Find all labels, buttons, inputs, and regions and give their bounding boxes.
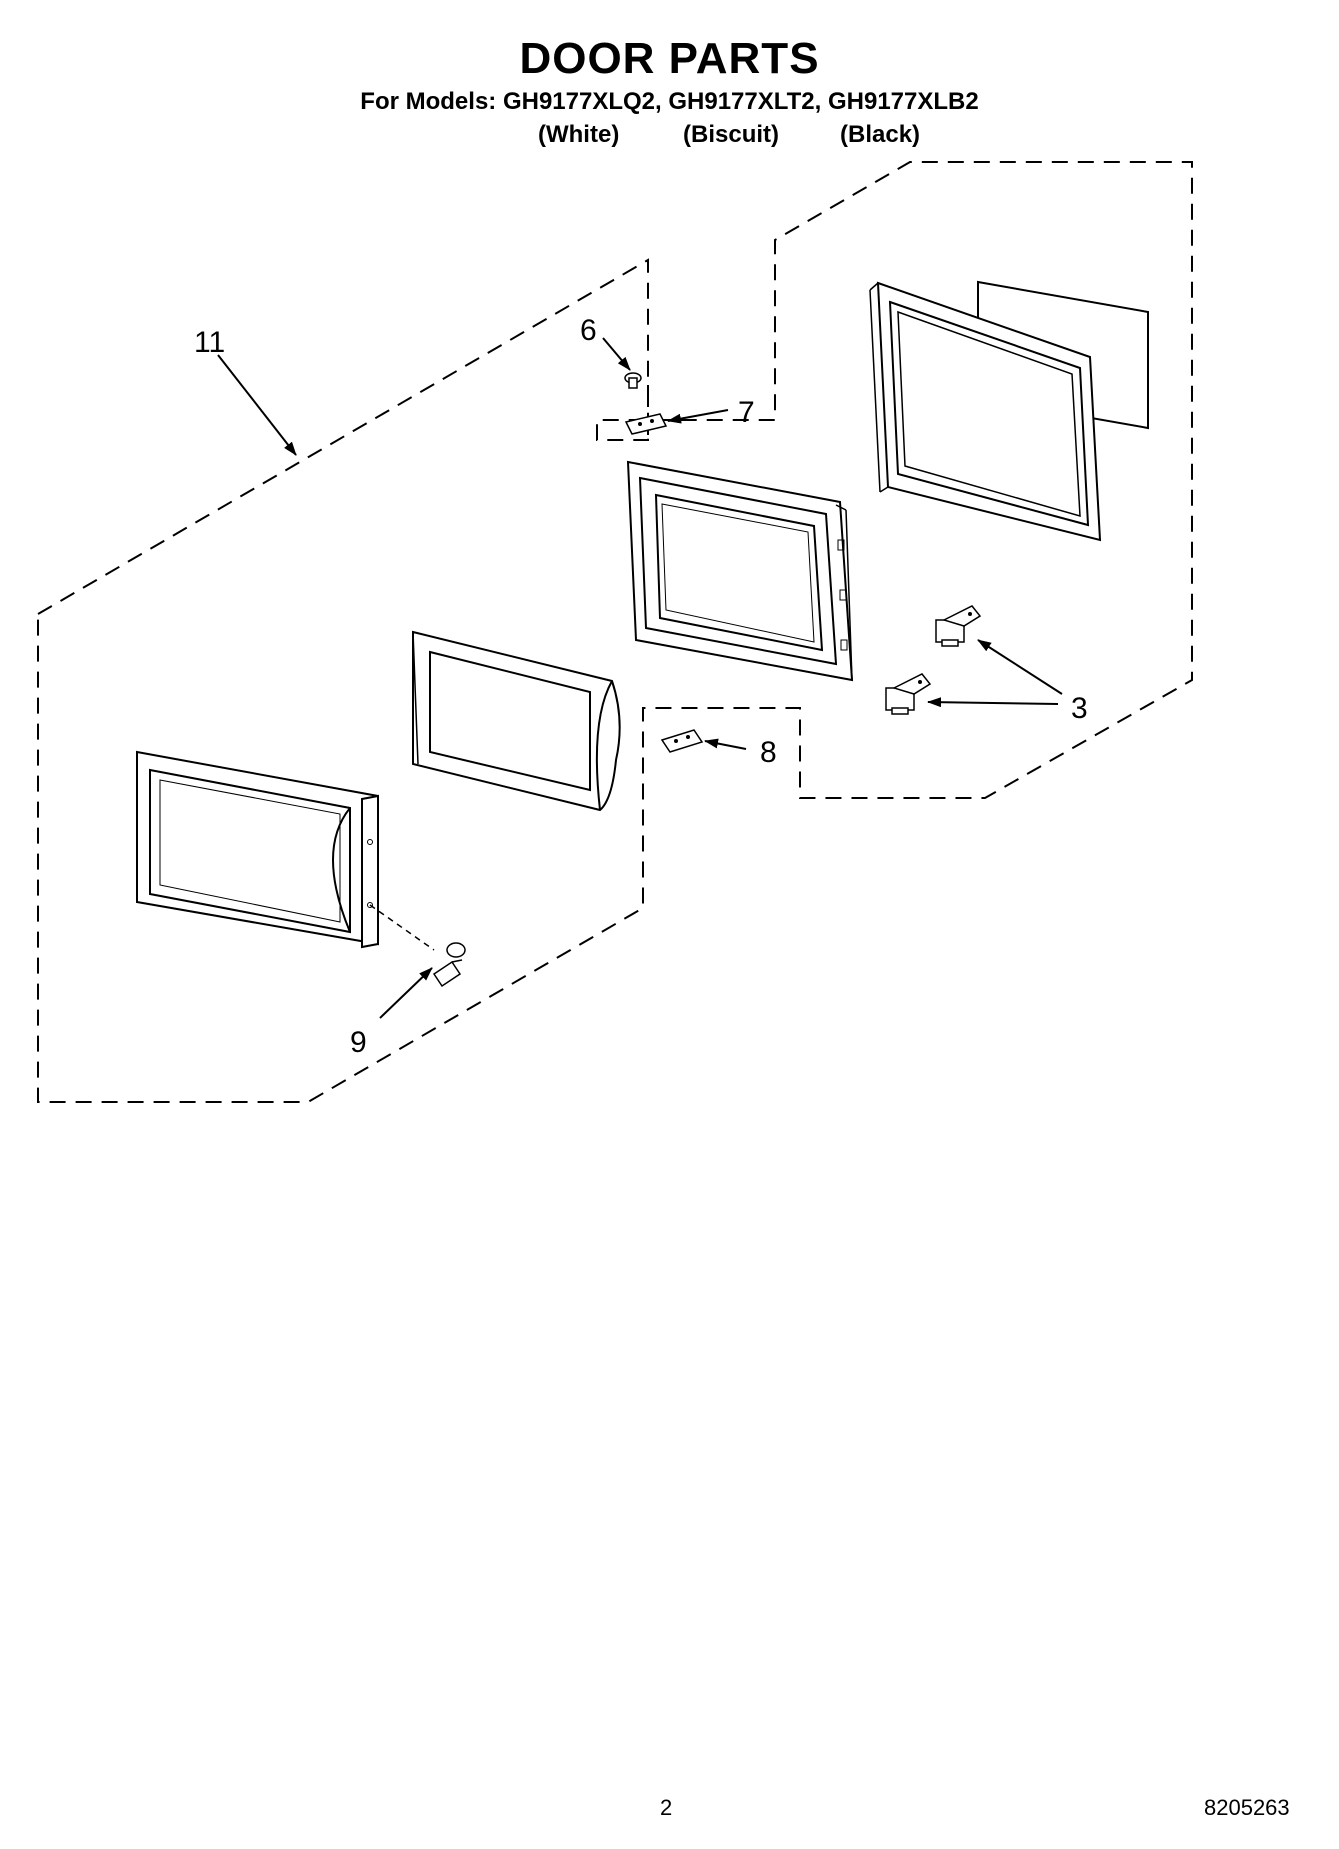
door-choke-panel xyxy=(412,630,621,812)
part-8-bracket xyxy=(660,729,704,753)
callout-9: 9 xyxy=(350,1026,367,1059)
leader-8 xyxy=(704,738,747,750)
screw-alignment-line xyxy=(369,904,435,951)
callout-6: 6 xyxy=(580,314,597,347)
part-3-switch-upper xyxy=(935,605,982,647)
page-number: 2 xyxy=(660,1795,673,1820)
callout-3: 3 xyxy=(1071,692,1088,725)
part-7-bracket xyxy=(624,413,668,435)
leader-11 xyxy=(217,354,297,456)
leader-6 xyxy=(602,337,631,371)
document-number: 8205263 xyxy=(1204,1795,1290,1820)
part-3-switch-lower xyxy=(885,673,932,715)
leader-7 xyxy=(667,409,729,424)
leader-3-lower xyxy=(927,697,1059,708)
variant-biscuit: (Biscuit) xyxy=(683,121,779,148)
callout-11: 11 xyxy=(194,326,225,359)
leader-3-upper xyxy=(977,639,1063,695)
callout-8: 8 xyxy=(760,736,777,769)
leader-9 xyxy=(379,967,433,1019)
page-title: DOOR PARTS xyxy=(519,34,820,83)
inner-door-frame xyxy=(869,281,1102,542)
variant-black: (Black) xyxy=(840,121,921,148)
door-chassis xyxy=(626,460,854,682)
outer-door-panel xyxy=(136,750,379,949)
part-9-screw xyxy=(432,942,466,988)
variant-white: (White) xyxy=(538,121,620,148)
assembly-boundary-11 xyxy=(37,161,1193,1103)
part-6-plunger xyxy=(624,372,642,389)
models-line: For Models: GH9177XLQ2, GH9177XLT2, GH91… xyxy=(360,88,979,115)
callout-7: 7 xyxy=(738,396,755,429)
